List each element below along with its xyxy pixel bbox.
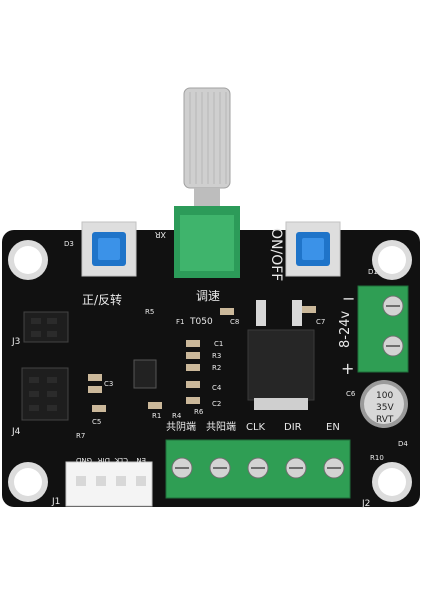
j1-pin-2: DIR [98,456,110,464]
voltage-regulator [247,300,315,410]
terminal-label-0: 共阴端 [166,420,196,433]
signal-terminal[interactable] [165,439,351,499]
electrolytic-capacitor: 100 35V RVT [360,380,408,428]
smd-components [88,306,316,412]
label-potentiometer: T050 [189,317,213,327]
j1-pin-1: CLK [114,456,128,464]
svg-text:35V: 35V [376,403,394,413]
mount-hole-bottom-left [8,462,48,502]
j1-pin-3: GND [76,456,92,464]
label-minus: − [342,289,355,308]
svg-text:C5: C5 [92,418,101,426]
terminal-labels: 共阴端 共阳端 CLK DIR EN [166,420,340,433]
svg-text:R7: R7 [76,432,85,440]
svg-text:D1: D1 [368,268,378,276]
svg-text:F1: F1 [176,318,184,326]
left-header-lower[interactable] [21,367,69,421]
component-labels: D3 F1 C8 C7 R5 C1 R3 R2 C4 C2 R1 R4 R6 C… [64,240,408,462]
terminal-label-1: 共阳端 [206,420,236,433]
svg-text:R1: R1 [152,412,161,420]
svg-text:RVT: RVT [376,415,394,425]
svg-text:D4: D4 [398,440,408,448]
potentiometer[interactable] [174,87,240,278]
power-terminal[interactable] [357,285,409,373]
label-direction: 正/反转 [82,292,122,307]
label-j4: J4 [11,427,21,437]
terminal-label-4: EN [326,422,340,433]
j1-pin-0: EN [136,456,146,464]
mount-hole-bottom-right [372,462,412,502]
label-j3: J3 [11,337,20,347]
svg-text:100: 100 [376,391,393,401]
label-on-off: ON/OFF [268,228,284,281]
svg-text:R4: R4 [172,412,182,420]
svg-text:C7: C7 [316,318,325,326]
label-j1: J1 [51,497,60,507]
label-voltage: 8-24v [338,310,353,348]
svg-text:R10: R10 [370,454,384,462]
terminal-label-3: DIR [284,422,302,433]
svg-text:C6: C6 [346,390,356,398]
on-off-button[interactable] [285,221,341,277]
svg-text:C3: C3 [104,380,113,388]
mount-hole-top-right [372,240,412,280]
direction-button[interactable] [81,221,137,277]
svg-text:C1: C1 [214,340,223,348]
svg-text:C8: C8 [230,318,239,326]
label-pot-ref: XR [155,230,166,239]
terminal-label-2: CLK [246,422,266,433]
mount-hole-top-left [8,240,48,280]
label-speed: 调速 [196,289,220,303]
svg-text:R2: R2 [212,364,221,372]
svg-text:R6: R6 [194,408,204,416]
svg-text:C2: C2 [212,400,221,408]
svg-text:C4: C4 [212,384,222,392]
svg-text:R5: R5 [145,308,154,316]
label-j2: J2 [361,499,370,509]
left-header-upper[interactable] [23,311,69,343]
j1-connector[interactable] [65,461,153,507]
pcb-board [2,230,420,507]
svg-text:R3: R3 [212,352,221,360]
label-plus: + [341,359,354,378]
ic-chip [133,359,157,389]
svg-text:D3: D3 [64,240,74,248]
